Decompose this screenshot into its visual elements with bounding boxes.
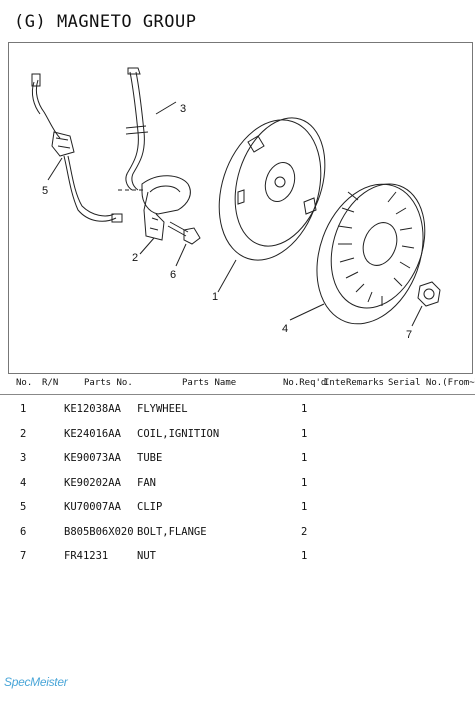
row-no: 6 xyxy=(20,525,27,538)
parts-table-body: 1 KE12038AA FLYWHEEL 1 2 KE24016AA COIL,… xyxy=(0,398,475,570)
header-no: No. xyxy=(16,378,33,388)
row-no: 1 xyxy=(20,403,27,415)
header-req: No.Req'd xyxy=(283,378,327,388)
clip-part xyxy=(31,73,123,223)
fan-part xyxy=(316,183,426,325)
tube-part xyxy=(125,67,149,191)
row-no: 5 xyxy=(20,501,27,513)
row-qty: 1 xyxy=(301,403,308,415)
row-qty: 2 xyxy=(301,525,308,538)
row-qty: 1 xyxy=(301,476,308,489)
table-row: 3 KE90073AA TUBE 1 xyxy=(0,447,475,472)
flywheel-part xyxy=(218,117,326,261)
header-parts-name: Parts Name xyxy=(182,378,237,388)
row-parts-name: NUT xyxy=(137,550,156,562)
callout-6: 6 xyxy=(170,269,176,281)
row-parts-no: KE90202AA xyxy=(64,476,121,489)
row-parts-name: FAN xyxy=(137,476,156,489)
header-inte: Inte xyxy=(324,378,346,388)
row-parts-no: KU70007AA xyxy=(64,501,121,513)
row-parts-no: B805B06X020 xyxy=(64,525,134,538)
table-row: 1 KE12038AA FLYWHEEL 1 xyxy=(0,398,475,423)
table-row: 4 KE90202AA FAN 1 xyxy=(0,472,475,497)
row-no: 4 xyxy=(20,476,27,489)
watermark-logo: SpecMeister xyxy=(4,675,68,689)
row-parts-name: CLIP xyxy=(137,501,163,513)
table-row: 2 KE24016AA COIL,IGNITION 1 xyxy=(0,423,475,448)
page-title: (G) MAGNETO GROUP xyxy=(14,12,197,32)
row-parts-no: KE12038AA xyxy=(64,403,121,415)
row-qty: 1 xyxy=(301,550,308,562)
header-remarks: Remarks xyxy=(346,378,384,388)
row-parts-no: FR41231 xyxy=(64,550,109,562)
row-parts-name: FLYWHEEL xyxy=(137,403,188,415)
table-row: 7 FR41231 NUT 1 xyxy=(0,545,475,570)
table-row: 6 B805B06X020 BOLT,FLANGE 2 xyxy=(0,521,475,546)
row-qty: 1 xyxy=(301,501,308,513)
row-parts-no: KE24016AA xyxy=(64,427,121,440)
row-qty: 1 xyxy=(301,452,308,464)
callout-3: 3 xyxy=(180,103,186,115)
diagram-frame xyxy=(8,42,473,374)
callout-5: 5 xyxy=(42,185,48,197)
row-no: 3 xyxy=(20,452,27,464)
callout-1: 1 xyxy=(212,291,218,303)
callout-2: 2 xyxy=(132,252,138,264)
bolt-flange-part xyxy=(167,221,201,245)
row-parts-name: BOLT,FLANGE xyxy=(137,525,207,538)
row-parts-no: KE90073AA xyxy=(64,452,121,464)
ignition-coil-part xyxy=(118,175,191,241)
nut-part xyxy=(417,281,441,307)
row-parts-name: COIL,IGNITION xyxy=(137,427,220,440)
row-no: 2 xyxy=(20,427,27,440)
row-qty: 1 xyxy=(301,427,308,440)
row-parts-name: TUBE xyxy=(137,452,163,464)
callout-7: 7 xyxy=(406,329,412,341)
header-rn: R/N xyxy=(42,378,59,388)
parts-table-header: No. R/N Parts No. Parts Name No.Req'd In… xyxy=(0,372,475,395)
leader-lines xyxy=(47,101,423,327)
header-parts-no: Parts No. xyxy=(84,378,133,388)
header-serial: Serial No.(From~To) xyxy=(388,378,475,388)
table-row: 5 KU70007AA CLIP 1 xyxy=(0,496,475,521)
row-no: 7 xyxy=(20,550,27,562)
callout-4: 4 xyxy=(282,323,288,335)
exploded-parts-diagram: 1 2 3 4 5 6 7 xyxy=(31,67,441,341)
